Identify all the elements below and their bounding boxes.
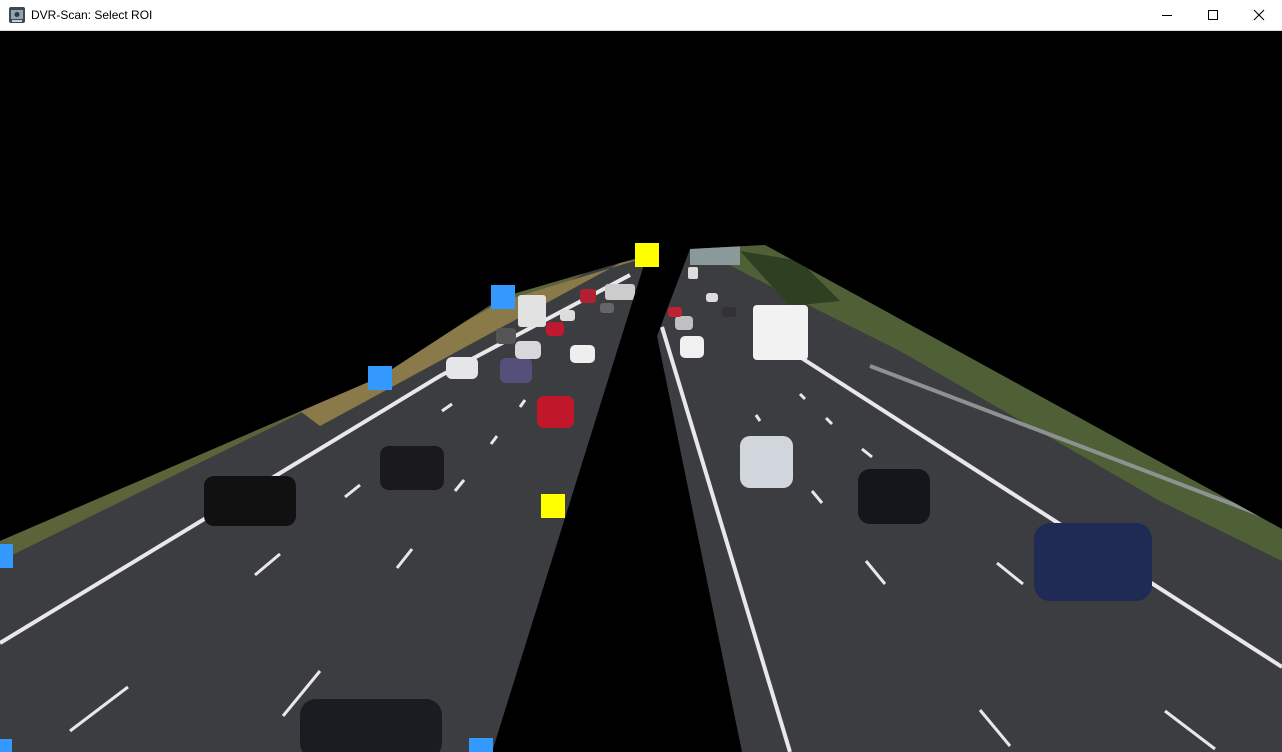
roi-handles[interactable] xyxy=(0,243,659,752)
right-roi-region xyxy=(657,245,1282,752)
video-frame[interactable] xyxy=(0,31,1282,752)
maximize-icon xyxy=(1208,10,1218,20)
roi-handle-selected[interactable] xyxy=(541,494,565,518)
roi-vertex-handle[interactable] xyxy=(469,738,493,752)
window-title: DVR-Scan: Select ROI xyxy=(31,8,153,22)
roi-vertex-handle[interactable] xyxy=(0,739,12,752)
roi-vertex-handle[interactable] xyxy=(368,366,392,390)
minimize-icon xyxy=(1162,15,1172,16)
roi-canvas[interactable] xyxy=(0,31,1282,752)
minimize-button[interactable] xyxy=(1144,0,1190,30)
roi-vertex-handle[interactable] xyxy=(491,285,515,309)
roi-handle-selected[interactable] xyxy=(635,243,659,267)
roi-vertex-handle[interactable] xyxy=(0,544,13,568)
left-roi-region xyxy=(0,255,647,752)
title-bar[interactable]: DVR-Scan: Select ROI xyxy=(0,0,1282,31)
close-icon xyxy=(1253,9,1265,21)
close-button[interactable] xyxy=(1236,0,1282,30)
maximize-button[interactable] xyxy=(1190,0,1236,30)
dvr-scan-app-icon xyxy=(9,7,25,23)
vehicles-right xyxy=(668,267,1152,601)
vehicles-left xyxy=(204,284,635,752)
